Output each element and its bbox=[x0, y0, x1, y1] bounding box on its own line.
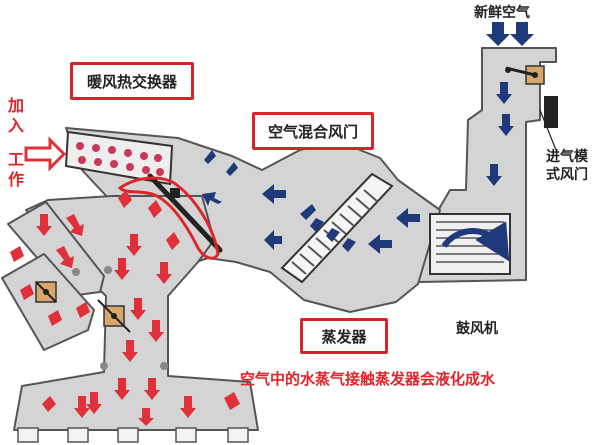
cold-air-arrows bbox=[202, 22, 534, 254]
intake-door bbox=[505, 65, 558, 151]
evaporator-core bbox=[280, 172, 394, 284]
heater-input-arrow bbox=[24, 136, 67, 172]
heater-core-label: 暖风热交换器 bbox=[70, 62, 194, 100]
bottom-vents bbox=[17, 427, 249, 443]
blend-door bbox=[117, 173, 223, 260]
intake-door-label-line2: 式风门 bbox=[546, 167, 588, 183]
blend-door-label: 空气混合风门 bbox=[252, 112, 374, 150]
evaporator-label: 蒸发器 bbox=[300, 318, 388, 354]
blower-label: 鼓风机 bbox=[456, 321, 498, 337]
blower-unit bbox=[429, 213, 511, 275]
intake-door-label-line1: 进气模 bbox=[546, 149, 588, 165]
heater-core bbox=[64, 130, 174, 186]
hot-air-arrows bbox=[10, 136, 240, 426]
caption: 空气中的水蒸气接触蒸发器会液化成水 bbox=[240, 370, 496, 388]
fresh-air-arrow bbox=[510, 22, 534, 46]
heater-input-label-col1: 加入 bbox=[8, 96, 25, 135]
fresh-air-arrow bbox=[486, 22, 510, 46]
fresh-air-label: 新鲜空气 bbox=[474, 5, 530, 21]
heater-input-label-col2: 工作 bbox=[8, 150, 25, 189]
mode-doors bbox=[35, 266, 168, 370]
